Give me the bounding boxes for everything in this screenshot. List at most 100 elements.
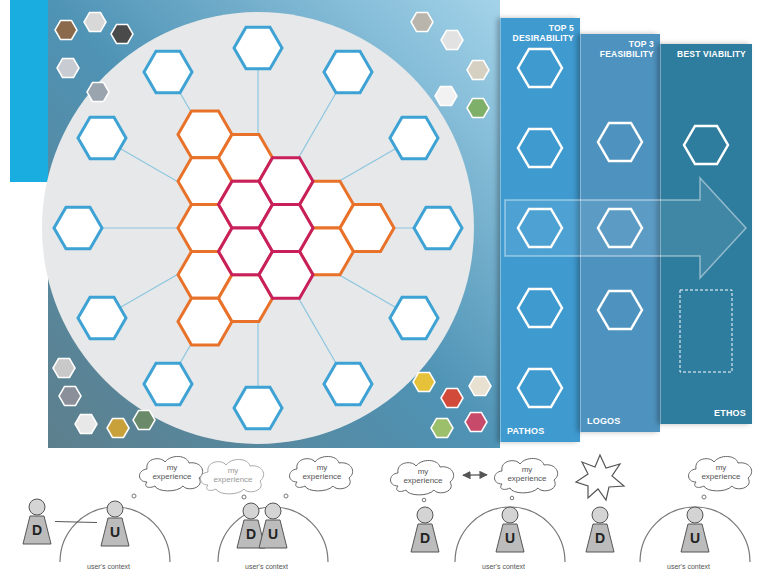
person-head xyxy=(592,507,608,523)
photo-icon xyxy=(411,13,433,32)
cloud-text: my experience xyxy=(502,465,552,483)
shortlist-hexagon xyxy=(684,126,728,164)
viability-panel: BEST VIABILITY ETHOS xyxy=(660,44,752,424)
person-head xyxy=(502,507,518,523)
idea-hexagon xyxy=(390,297,438,339)
context-label: user's context xyxy=(87,563,130,570)
honeycomb-cell xyxy=(259,251,313,298)
photo-icon xyxy=(431,419,453,438)
idea-hexagon xyxy=(54,207,102,249)
thought-cloud: my experience xyxy=(386,456,460,496)
cloud-outline xyxy=(689,456,752,490)
context-label: user's context xyxy=(482,563,525,570)
idea-hexagon xyxy=(234,27,282,69)
corner-icons xyxy=(53,13,491,438)
photo-icon xyxy=(87,83,109,102)
photo-icon xyxy=(57,59,79,78)
person-letter: U xyxy=(680,506,710,546)
desirability-panel: TOP 5 DESIRABILITYPATHOS xyxy=(500,18,580,442)
idea-hexagon xyxy=(324,51,372,93)
person-head xyxy=(417,507,433,523)
idea-hexagon xyxy=(144,363,192,405)
idea-hexagon xyxy=(414,207,462,249)
person-figure: U xyxy=(258,502,288,548)
shortlist-hexagon xyxy=(518,129,562,167)
photo-icon xyxy=(465,413,487,432)
photo-icon xyxy=(441,389,463,408)
person-letter: U xyxy=(495,506,525,546)
person-figure: U xyxy=(495,506,525,552)
shortlist-hexagon xyxy=(518,289,562,327)
shortlist-hexagon xyxy=(518,209,562,247)
photo-icon xyxy=(75,415,97,434)
idea-hexagon xyxy=(144,51,192,93)
thought-dot xyxy=(132,494,136,498)
idea-hexagon xyxy=(78,117,126,159)
thought-cloud: my experience xyxy=(196,455,270,495)
person-letter: D xyxy=(22,498,52,538)
person-figure: D xyxy=(585,506,615,552)
honeycomb-outer xyxy=(178,111,394,345)
shortlist-hexagon xyxy=(518,49,562,87)
person-figure: D xyxy=(22,498,52,544)
thought-cloud: my experience xyxy=(135,452,209,492)
shortlist-hexagon xyxy=(598,123,642,161)
person-figure: U xyxy=(680,506,710,552)
accent-bar xyxy=(10,0,50,182)
person-head xyxy=(29,499,45,515)
photo-icon xyxy=(435,87,457,106)
cloud-outline xyxy=(391,460,454,494)
thought-cloud: my experience xyxy=(490,454,564,494)
shortlist-hexagons xyxy=(518,49,728,407)
cloud-text: my experience xyxy=(208,466,258,484)
person-letter: D xyxy=(410,506,440,546)
person-figure: D xyxy=(410,506,440,552)
thought-dot xyxy=(242,495,246,499)
honeycomb-cell xyxy=(259,158,313,205)
thought-dot xyxy=(702,495,706,499)
honeycomb-cell xyxy=(340,205,394,252)
context-arc xyxy=(455,507,565,562)
idea-star xyxy=(576,455,624,500)
photo-icon xyxy=(413,373,435,392)
cloud-outline xyxy=(201,459,264,493)
panel-heading: BEST VIABILITY xyxy=(667,49,746,59)
photo-icon xyxy=(107,419,129,438)
panel-footer: PATHOS xyxy=(507,426,574,436)
idea-hexagon xyxy=(390,117,438,159)
photo-icon xyxy=(441,31,463,50)
honeycomb-cell xyxy=(259,205,313,252)
photo-icon xyxy=(467,99,489,118)
connector-line xyxy=(55,522,97,523)
person-letter: D xyxy=(236,502,266,542)
cloud-outline xyxy=(140,456,203,490)
panel-footer: ETHOS xyxy=(667,408,746,418)
spokes xyxy=(78,48,438,408)
panel-footer: LOGOS xyxy=(587,416,654,426)
thought-dot xyxy=(422,498,426,502)
thought-cloud: my experience xyxy=(684,452,758,492)
thought-cloud: my experience xyxy=(285,452,359,492)
cloud-text: my experience xyxy=(297,463,347,481)
idea-hexagon xyxy=(234,387,282,429)
person-head xyxy=(107,501,123,517)
idea-hexagon xyxy=(324,363,372,405)
thought-dot xyxy=(284,494,288,498)
context-arc xyxy=(640,507,750,562)
person-letter: U xyxy=(100,500,130,540)
context-label: user's context xyxy=(667,563,710,570)
idea-circle xyxy=(42,12,474,444)
cloud-outline xyxy=(495,458,558,492)
person-figure: D xyxy=(236,502,266,548)
connector-line xyxy=(463,474,487,476)
photo-icon xyxy=(111,25,133,44)
outer-hexagons xyxy=(54,27,462,429)
cloud-text: my experience xyxy=(147,463,197,481)
photo-icon xyxy=(55,21,77,40)
shortlist-hexagon xyxy=(598,291,642,329)
photo-icon xyxy=(53,359,75,378)
photo-icon xyxy=(469,377,491,396)
placeholder-box xyxy=(680,290,732,372)
photo-icon xyxy=(133,411,155,430)
